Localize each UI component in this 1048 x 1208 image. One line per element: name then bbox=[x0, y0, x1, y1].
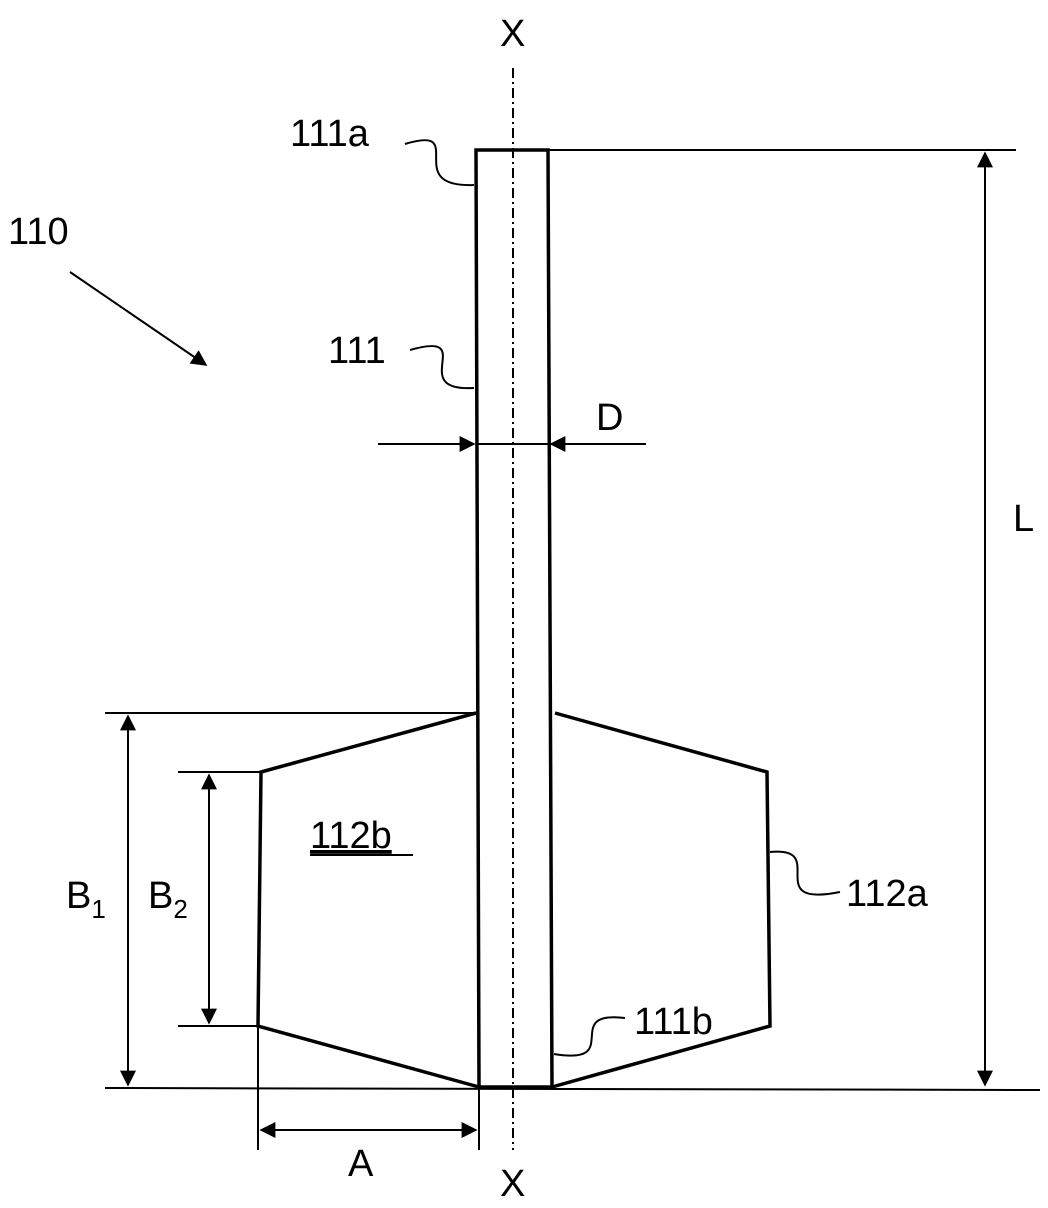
label-112b: 112b bbox=[310, 815, 392, 857]
label-l: L bbox=[1013, 498, 1034, 540]
label-b1-sub: 1 bbox=[91, 894, 105, 924]
leader-111 bbox=[409, 345, 475, 390]
label-110: 110 bbox=[8, 211, 69, 253]
label-b2: B2 bbox=[148, 875, 188, 924]
label-d: D bbox=[596, 397, 623, 439]
blade-112b bbox=[256, 711, 480, 1089]
leader-111a bbox=[404, 139, 475, 187]
leader-112a bbox=[769, 850, 841, 896]
label-a: A bbox=[348, 1143, 374, 1185]
label-111b: 111b bbox=[634, 1001, 713, 1043]
label-111a: 111a bbox=[290, 113, 370, 155]
axis-label-bottom: X bbox=[500, 1163, 525, 1205]
label-b1: B1 bbox=[66, 875, 106, 924]
leader-111b bbox=[553, 1016, 626, 1057]
label-111: 111 bbox=[328, 330, 386, 372]
axis-label-top: X bbox=[500, 13, 525, 55]
bottom-extension-line bbox=[104, 1087, 1041, 1091]
blade-112a bbox=[551, 711, 772, 1089]
label-b2-main: B bbox=[148, 875, 173, 917]
ref-110-arrow bbox=[69, 271, 208, 366]
label-b2-sub: 2 bbox=[173, 894, 187, 924]
label-b1-main: B bbox=[66, 875, 91, 917]
label-112a: 112a bbox=[846, 873, 929, 915]
